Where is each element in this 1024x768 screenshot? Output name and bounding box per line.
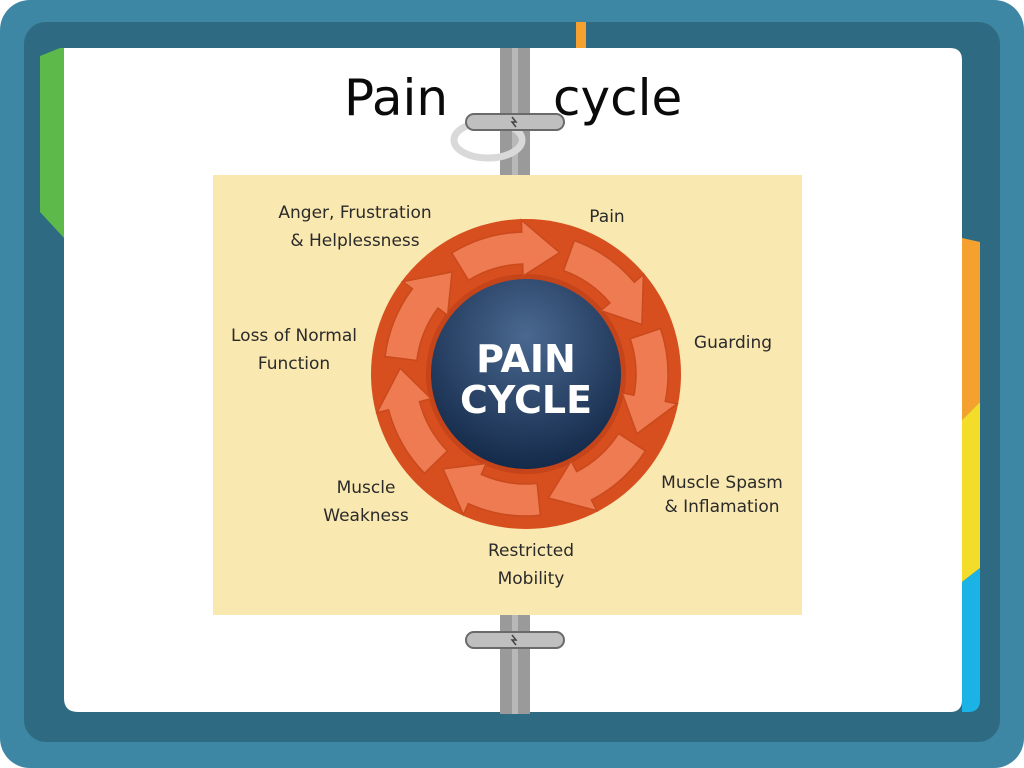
cycle-arrow	[375, 367, 449, 475]
binder-ring-top	[450, 113, 565, 162]
pain-cycle-diagram: PAIN CYCLE Pain Guarding Muscle Spasm & …	[213, 175, 802, 615]
cycle-arrow	[384, 271, 453, 362]
binder-ring-bottom	[465, 631, 565, 649]
stage-label-anger: Anger, Frustration & Helplessness	[278, 203, 432, 251]
cycle-arrows	[375, 218, 679, 517]
stage-label-pain: Pain	[589, 207, 625, 227]
center-circle	[431, 279, 621, 469]
cycle-arrow	[547, 432, 647, 512]
tab-orange	[962, 238, 980, 420]
stage-label-muscle-weakness: Muscle Weakness	[323, 478, 409, 526]
tab-top-orange	[576, 22, 586, 50]
cycle-arrow	[441, 462, 542, 517]
slide-title-part1: Pain	[344, 69, 449, 127]
center-label-line1: PAIN	[476, 337, 576, 381]
tab-yellow	[962, 402, 980, 582]
cycle-arrow	[620, 327, 679, 435]
center-label-line2: CYCLE	[460, 378, 592, 422]
slide-title-part2: cycle	[553, 69, 683, 127]
stage-label-restricted-mobility: Restricted Mobility	[487, 541, 574, 589]
cycle-arrow	[562, 239, 645, 326]
stage-label-guarding: Guarding	[693, 333, 773, 353]
pain-cycle-graphic: PAIN CYCLE	[371, 218, 681, 529]
tab-blue	[962, 568, 980, 712]
tab-green	[40, 48, 64, 238]
stage-label-loss-of-function: Loss of Normal Function	[231, 326, 357, 374]
cycle-arrow	[450, 218, 561, 282]
stage-label-muscle-spasm: Muscle Spasm & Inflamation	[661, 473, 783, 517]
